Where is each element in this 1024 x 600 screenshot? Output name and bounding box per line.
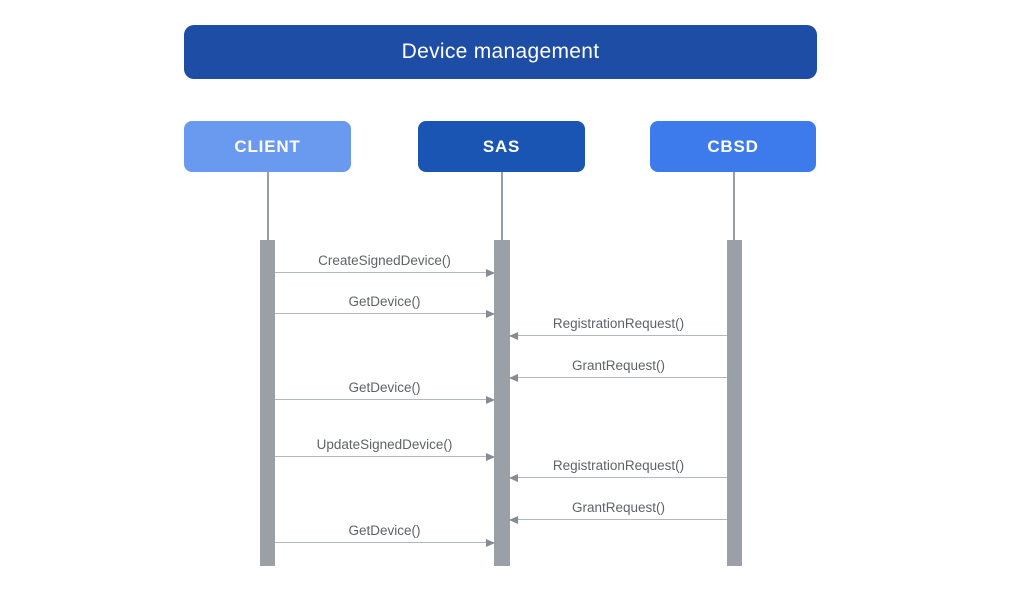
- message-label: GrantRequest(): [571, 358, 666, 373]
- activation-bar-client: [260, 240, 275, 566]
- diagram-title: Device management: [184, 25, 817, 79]
- actor-client: CLIENT: [184, 121, 351, 172]
- arrowhead-left-icon: [509, 515, 518, 524]
- message-get-device-3: GetDevice(): [275, 520, 495, 547]
- message-label: GrantRequest(): [571, 500, 666, 515]
- arrowhead-left-icon: [509, 331, 518, 340]
- actor-sas: SAS: [418, 121, 585, 172]
- arrow-line: [275, 398, 494, 400]
- message-grant-request-2: GrantRequest(): [509, 497, 727, 524]
- message-label: GetDevice(): [348, 294, 421, 309]
- message-update-signed-device: UpdateSignedDevice(): [275, 434, 495, 461]
- arrowhead-left-icon: [509, 473, 518, 482]
- message-get-device-1: GetDevice(): [275, 291, 495, 318]
- lifeline-connector-cbsd: [733, 172, 735, 240]
- message-registration-request-1: RegistrationRequest(): [509, 313, 727, 340]
- message-registration-request-2: RegistrationRequest(): [509, 455, 727, 482]
- message-get-device-2: GetDevice(): [275, 377, 495, 404]
- message-label: GetDevice(): [348, 523, 421, 538]
- activation-bar-sas: [494, 240, 510, 566]
- arrowhead-right-icon: [486, 395, 495, 404]
- lifeline-connector-sas: [501, 172, 503, 240]
- arrow-line: [510, 376, 727, 378]
- arrowhead-right-icon: [486, 452, 495, 461]
- message-grant-request-1: GrantRequest(): [509, 355, 727, 382]
- message-label: RegistrationRequest(): [552, 458, 685, 473]
- message-label: RegistrationRequest(): [552, 316, 685, 331]
- arrowhead-right-icon: [486, 538, 495, 547]
- lifeline-connector-client: [267, 172, 269, 240]
- activation-bar-cbsd: [727, 240, 742, 566]
- arrow-line: [510, 518, 727, 520]
- arrowhead-right-icon: [486, 268, 495, 277]
- message-label: GetDevice(): [348, 380, 421, 395]
- arrow-line: [275, 455, 494, 457]
- message-label: CreateSignedDevice(): [318, 253, 451, 268]
- arrow-line: [275, 271, 494, 273]
- message-label: UpdateSignedDevice(): [316, 437, 453, 452]
- arrow-line: [510, 334, 727, 336]
- actor-cbsd: CBSD: [650, 121, 816, 172]
- arrow-line: [275, 541, 494, 543]
- arrow-line: [510, 476, 727, 478]
- arrow-line: [275, 312, 494, 314]
- arrowhead-right-icon: [486, 309, 495, 318]
- message-create-signed-device: CreateSignedDevice(): [275, 250, 495, 277]
- arrowhead-left-icon: [509, 373, 518, 382]
